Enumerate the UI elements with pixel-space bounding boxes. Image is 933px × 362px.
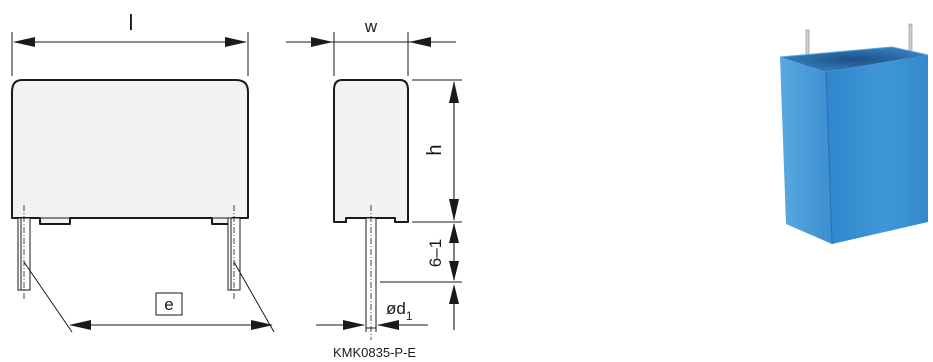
pitch-arrow-left	[69, 320, 91, 330]
pitch-arrow-right	[251, 320, 273, 330]
pitch-label: e	[164, 295, 173, 314]
height-label: h	[424, 144, 446, 155]
lead-length-arrow-bottom	[449, 261, 459, 281]
side-body-outline	[333, 79, 409, 223]
length-arrow-right	[225, 37, 247, 47]
pitch-label-box	[155, 292, 183, 316]
lead-length-arrow-lower	[449, 284, 459, 304]
front-view: l e	[11, 10, 275, 333]
drawing-caption: KMK0835-P-E	[333, 345, 416, 360]
lead-length-arrow-top	[449, 223, 459, 243]
photo-side-face	[780, 57, 832, 244]
diameter-arrow-left	[343, 320, 365, 330]
height-arrow-bottom	[449, 199, 459, 221]
side-view: w h 6–1 ød1 KMK0835-P-E	[286, 17, 462, 360]
height-arrow-top	[449, 81, 459, 103]
lead-length-label: 6–1	[426, 239, 445, 267]
photo-top-edge	[779, 46, 929, 58]
photo-top-face	[780, 47, 928, 72]
length-arrow-left	[13, 37, 35, 47]
photo-edge	[825, 71, 833, 245]
lead-diameter-main: ød	[386, 299, 406, 318]
width-arrow-right	[409, 37, 431, 47]
pitch-ext-left	[23, 261, 73, 333]
film-capacitor-photo	[779, 23, 929, 245]
width-label: w	[364, 17, 378, 36]
diameter-arrow-right	[377, 320, 399, 330]
lead-diameter-label: ød1	[386, 299, 413, 323]
lead-diameter-subscript: 1	[406, 309, 413, 323]
width-arrow-left	[311, 37, 333, 47]
photo-front-face	[826, 55, 928, 244]
front-body-outline	[11, 79, 249, 225]
length-label: l	[129, 10, 134, 35]
pitch-ext-right	[233, 261, 275, 333]
